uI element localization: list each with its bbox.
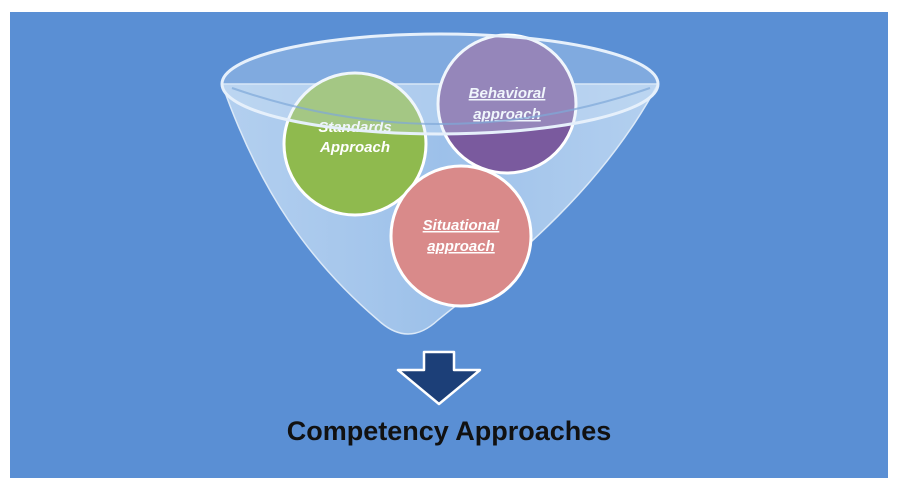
diagram-title: Competency Approaches — [286, 416, 612, 446]
funnel-rim-inner-shadow — [231, 87, 651, 125]
approach-circle-standards: Standards Approach — [282, 71, 428, 217]
diagram-canvas: Standards Approach Behavioral approach S… — [10, 12, 888, 478]
situational-label-line2: approach — [427, 238, 495, 255]
funnel-rim — [220, 32, 660, 136]
situational-label-line1: Situational — [423, 217, 501, 234]
arrow-down-icon — [396, 350, 482, 406]
standards-label-line2: Approach — [319, 139, 390, 156]
funnel-diagram: Standards Approach Behavioral approach S… — [220, 32, 660, 406]
behavioral-label-line1: Behavioral — [469, 85, 547, 102]
approach-circle-situational: Situational approach — [389, 164, 533, 308]
